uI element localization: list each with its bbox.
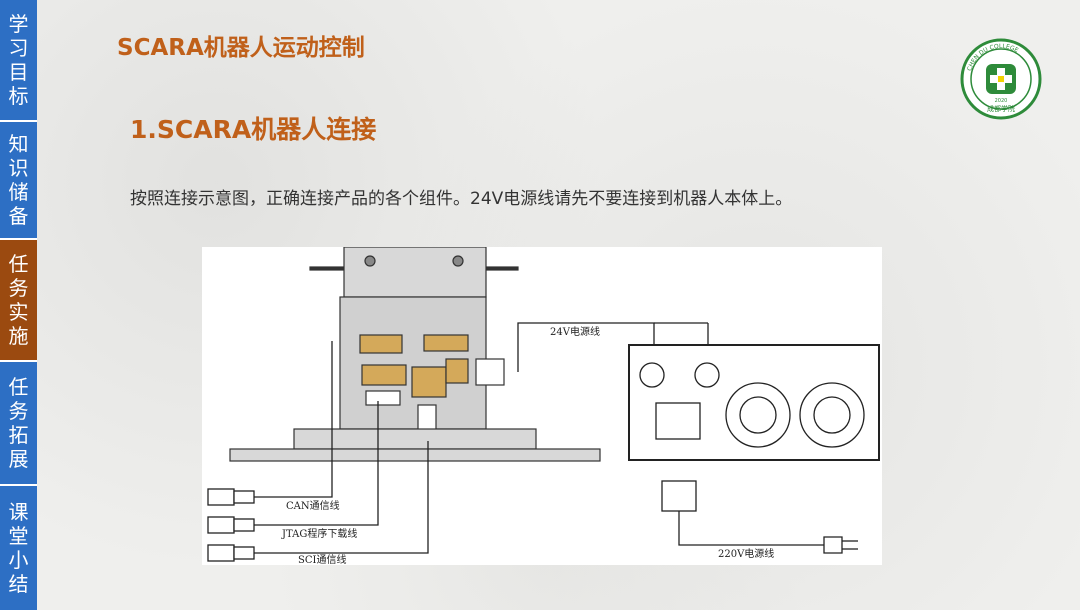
sidebar-item-label: 任务拓展 [8,375,29,471]
sidebar-item-label: 知识储备 [8,132,29,228]
label-jtag: JTAG程序下载线 [281,527,357,540]
page-title: SCARA机器人运动控制 [117,35,365,61]
sidebar-item-label: 课堂小结 [8,500,29,596]
power-supply [628,344,880,461]
power-220v-wire [661,480,858,554]
label-sci: SCI通信线 [298,553,346,565]
section-title: 1.SCARA机器人连接 [130,115,377,144]
label-220v: 220V电源线 [718,547,774,560]
connection-diagram: 24V电源线 220V电源线 [202,246,882,566]
comm-wires [207,341,429,562]
logo-text-bottom: 成都学院 [987,104,1015,113]
sidebar-item-knowledge[interactable]: 知识储备 [0,122,37,240]
college-logo: CHEN DU COLLEGE 2020 成都学院 [960,38,1042,120]
sidebar-item-learning-goals[interactable]: 学习目标 [0,0,37,122]
sidebar-item-task-implementation[interactable]: 任务实施 [0,240,37,362]
sidebar-item-label: 学习目标 [8,12,29,108]
label-can: CAN通信线 [286,499,340,512]
sidebar-item-summary[interactable]: 课堂小结 [0,486,37,610]
sidebar-item-label: 任务实施 [8,252,29,348]
logo-year: 2020 [995,98,1008,104]
sidebar-item-task-extension[interactable]: 任务拓展 [0,362,37,486]
robot-controller [229,246,601,462]
instruction-text: 按照连接示意图，正确连接产品的各个组件。24V电源线请先不要连接到机器人本体上。 [130,189,793,209]
sidebar-nav: 学习目标 知识储备 任务实施 任务拓展 课堂小结 [0,0,37,610]
label-24v: 24V电源线 [550,325,600,338]
